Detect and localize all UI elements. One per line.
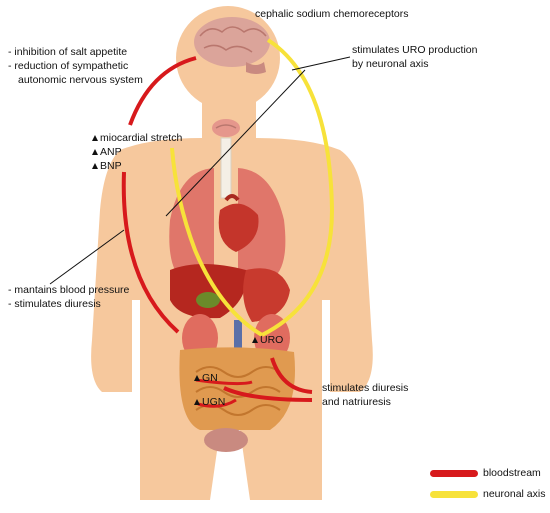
intestines [179, 347, 295, 452]
label-ugn: UGN [194, 396, 225, 408]
label-stimulates-diuresis: - stimulates diuresis [8, 298, 101, 310]
leader-line-bp [49, 229, 125, 285]
legend-swatch-bloodstream [430, 470, 478, 477]
label-inhibition-salt: - inhibition of salt appetite [8, 46, 128, 58]
label-diuresis-natriuresis-1: stimulates diuresis [322, 382, 409, 394]
label-uro: URO [252, 334, 283, 346]
label-gn: GN [194, 372, 218, 384]
label-bnp: BNP [92, 160, 122, 172]
label-miocardial-stretch: miocardial stretch [92, 132, 182, 144]
legend-label-bloodstream: bloodstream [483, 467, 541, 479]
up-arrow-icon [92, 149, 98, 155]
thyroid [212, 119, 240, 199]
legend-label-neuronal-axis: neuronal axis [483, 488, 546, 500]
label-maintains-bp: - mantains blood pressure [8, 284, 130, 296]
up-arrow-icon [92, 135, 98, 141]
up-arrow-icon [194, 375, 200, 381]
leader-line-uro [291, 56, 351, 71]
heart [218, 194, 259, 252]
label-ugn-text: UGN [202, 396, 226, 408]
neuronal-axis-path [170, 38, 335, 337]
up-arrow-icon [92, 163, 98, 169]
label-diuresis-natriuresis-2: and natriuresis [322, 396, 391, 408]
label-stimulates-uro: stimulates URO production [352, 44, 478, 56]
label-miocardial-text: miocardial stretch [100, 132, 183, 144]
brain [194, 17, 270, 74]
label-reduction-sympathetic: - reduction of sympathetic [8, 60, 129, 72]
label-cephalic-chemoreceptors: cephalic sodium chemoreceptors [255, 8, 409, 20]
label-anp-text: ANP [100, 146, 122, 158]
label-uro-text: URO [260, 334, 284, 346]
label-bnp-text: BNP [100, 160, 122, 172]
bloodstream-path [128, 56, 197, 126]
label-autonomic-system: autonomic nervous system [18, 74, 143, 86]
legend-swatch-neuronal-axis [430, 491, 478, 498]
leader-line-center [165, 69, 306, 217]
up-arrow-icon [252, 337, 258, 343]
label-gn-text: GN [202, 372, 218, 384]
label-neuronal-axis: by neuronal axis [352, 58, 429, 70]
up-arrow-icon [194, 399, 200, 405]
bloodstream-path-kidney [223, 357, 313, 402]
bloodstream-path-lower [121, 171, 180, 334]
label-anp: ANP [92, 146, 122, 158]
bloodstream-path-gn [195, 378, 253, 408]
